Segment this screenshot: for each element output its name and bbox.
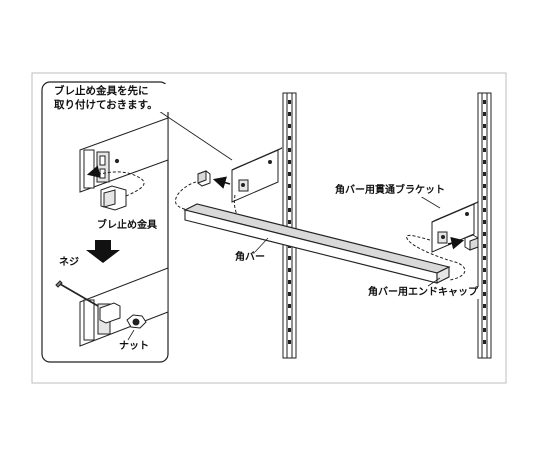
through-bracket-label: 角バー用貫通ブラケット bbox=[334, 185, 446, 197]
square-bar-leader bbox=[254, 237, 269, 253]
endcap-label-leader bbox=[427, 277, 441, 287]
upright-detail-bottom bbox=[79, 267, 169, 347]
square-bar-label: 角バー bbox=[234, 252, 266, 264]
left-end-cap bbox=[197, 170, 211, 187]
right-through-bracket bbox=[431, 201, 479, 253]
bure-fitting-label: ブレ止め金具 bbox=[96, 220, 158, 232]
nut-part bbox=[126, 314, 147, 329]
inset-leader-line bbox=[149, 104, 233, 161]
callout-note: ブレ止め金具を先に 取り付けておきます。 bbox=[54, 84, 170, 112]
callout-line-2: 取り付けておきます。 bbox=[54, 99, 158, 111]
left-rail-slots bbox=[288, 100, 291, 344]
nut-label: ナット bbox=[118, 341, 150, 353]
right-cap-arrow bbox=[447, 236, 465, 250]
bure-fitting-dash bbox=[99, 171, 145, 197]
right-bracket-dash bbox=[406, 234, 466, 281]
left-through-bracket bbox=[231, 147, 283, 203]
right-upright-rail bbox=[477, 92, 492, 359]
bure-fitting-arrow bbox=[86, 165, 101, 178]
screw-part bbox=[55, 280, 99, 307]
callout-line-1: ブレ止め金具を先に bbox=[54, 85, 149, 97]
left-upright-rail bbox=[282, 92, 297, 359]
nut-leader bbox=[127, 329, 135, 341]
square-bar bbox=[183, 203, 451, 284]
right-end-cap bbox=[464, 234, 479, 251]
right-rail-slots bbox=[483, 100, 486, 344]
bracket-label-leader bbox=[419, 195, 441, 209]
step-down-arrow bbox=[86, 240, 120, 263]
screw-label: ネジ bbox=[58, 257, 80, 269]
end-cap-label: 角バー用エンドキャップ bbox=[367, 287, 479, 299]
bure-fitting-part bbox=[100, 185, 127, 211]
left-cap-arrow bbox=[212, 176, 231, 189]
